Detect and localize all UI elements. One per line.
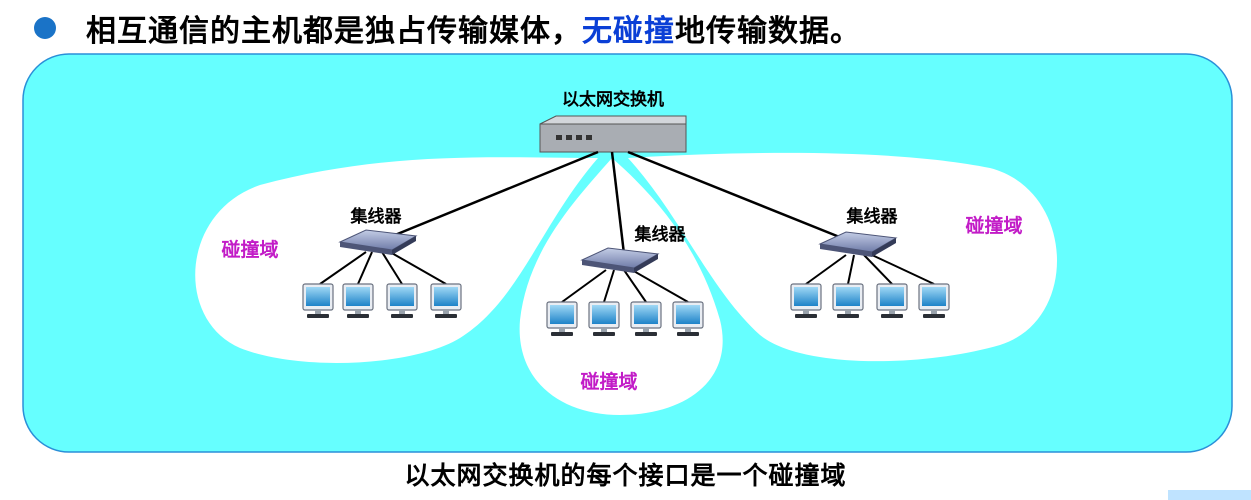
hub-label-left: 集线器 <box>350 206 403 227</box>
bullet-icon <box>34 17 56 39</box>
corner-decoration <box>1168 490 1251 500</box>
diagram-caption: 以太网交换机的每个接口是一个碰撞域 <box>404 461 847 490</box>
title-text-before: 相互通信的主机都是独占传输媒体， <box>86 14 582 49</box>
slide-title: 相互通信的主机都是独占传输媒体，无碰撞地传输数据。 <box>86 6 861 50</box>
collision-domain-label-left: 碰撞域 <box>221 238 278 261</box>
switch-label: 以太网交换机 <box>562 89 664 110</box>
title-text-after: 地传输数据。 <box>675 14 861 49</box>
link-switch-hub-left <box>394 150 599 237</box>
collision-domain-label-middle: 碰撞域 <box>580 370 637 393</box>
ethernet-switch-icon <box>539 115 687 153</box>
hub-host-links <box>319 251 935 303</box>
hub-label-middle: 集线器 <box>634 224 687 245</box>
collision-domain-middle <box>519 158 723 415</box>
collision-domain-left <box>195 157 598 363</box>
title-highlight: 无碰撞 <box>582 14 675 49</box>
link-switch-hub-right <box>627 150 843 240</box>
collision-domain-label-right: 碰撞域 <box>965 214 1022 237</box>
link-switch-hub-middle <box>610 151 626 255</box>
slide-header: 相互通信的主机都是独占传输媒体，无碰撞地传输数据。 <box>34 6 861 50</box>
hub-label-right: 集线器 <box>846 206 899 227</box>
